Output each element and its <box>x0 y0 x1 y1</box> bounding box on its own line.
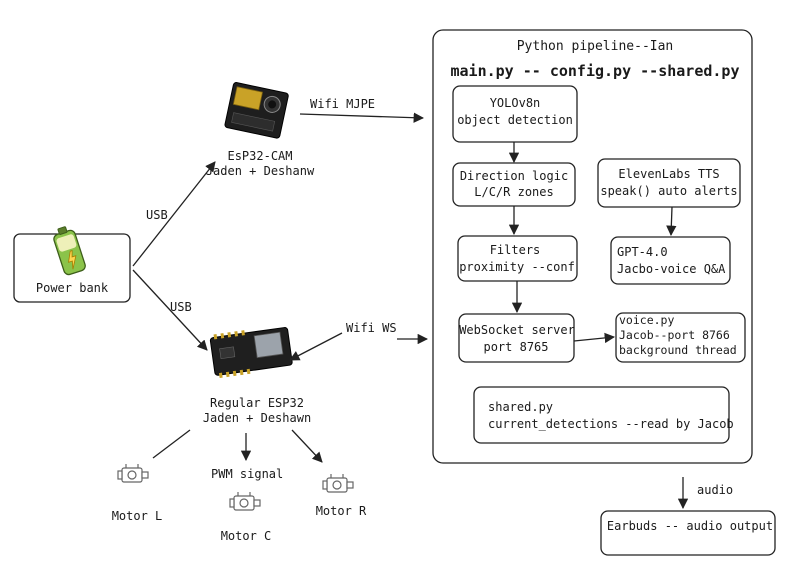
pipeline-files: main.py -- config.py --shared.py <box>451 62 740 80</box>
esp32-line2: Jaden + Deshawn <box>203 411 311 425</box>
esp32-cam-line1: EsP32-CAM <box>227 149 292 163</box>
filters-line2: proximity --conf <box>459 260 575 274</box>
gpt-line1: GPT-4.0 <box>617 245 668 259</box>
motor-r-label: Motor R <box>316 504 367 518</box>
battery-icon <box>53 226 86 276</box>
shared-box <box>473 386 730 444</box>
websocket-line2: port 8765 <box>483 340 548 354</box>
websocket-box <box>458 313 575 363</box>
motor-l-label: Motor L <box>112 509 163 523</box>
direction-line2: L/C/R zones <box>474 185 553 199</box>
websocket-line1: WebSocket server <box>459 323 575 337</box>
motor-l-icon <box>117 463 149 483</box>
edge-audio: audio <box>697 483 733 497</box>
power-bank-label: Power bank <box>36 281 109 295</box>
esp32-line1: Regular ESP32 <box>210 396 304 410</box>
yolo-box <box>452 85 578 143</box>
voice-box <box>615 312 746 363</box>
esp32-cam-icon <box>224 82 289 139</box>
edge-usb-top: USB <box>146 208 168 222</box>
yolo-line1: YOLOv8n <box>490 96 541 110</box>
arrow-usb-to-cam <box>132 161 216 267</box>
voice-line2: Jacob--port 8766 <box>619 328 730 342</box>
filters-line1: Filters <box>490 243 541 257</box>
direction-line1: Direction logic <box>460 169 568 183</box>
arrow-usb-to-esp32 <box>132 269 208 351</box>
shared-line2: current_detections --read by Jacob <box>488 417 734 431</box>
esp32-board-icon <box>209 327 293 379</box>
edge-wifi-ws: Wifi WS <box>346 321 397 335</box>
motor-c-icon <box>229 491 261 511</box>
arrow-wifi-ws-to-esp32 <box>289 332 343 361</box>
gpt-line2: Jacbo-voice Q&A <box>617 262 726 276</box>
elevenlabs-box <box>597 158 741 208</box>
edge-pwm: PWM signal <box>211 467 283 481</box>
gpt-box <box>610 236 731 285</box>
voice-line3: background thread <box>619 343 737 357</box>
esp32-cam-line2: Jaden + Deshanw <box>206 164 315 178</box>
edge-usb-bottom: USB <box>170 300 192 314</box>
arrow-wifi-mjpe <box>299 112 425 123</box>
line-to-motor-l <box>152 429 191 459</box>
voice-line1: voice.py <box>619 313 674 327</box>
shared-line1: shared.py <box>488 400 553 414</box>
earbuds-box <box>600 510 776 556</box>
pipeline-title: Python pipeline--Ian <box>517 39 674 54</box>
arrow-to-motor-r <box>291 429 323 463</box>
motor-c-label: Motor C <box>221 529 272 543</box>
elevenlabs-line1: ElevenLabs TTS <box>618 167 719 181</box>
arrow-websocket-to-voice <box>573 332 616 344</box>
earbuds-label: Earbuds -- audio output <box>607 519 773 533</box>
edge-wifi-mjpe: Wifi MJPE <box>310 97 375 111</box>
yolo-line2: object detection <box>457 113 573 127</box>
motor-r-icon <box>322 473 354 493</box>
elevenlabs-line2: speak() auto alerts <box>600 184 737 198</box>
arrow-elevenlabs-to-gpt <box>666 206 677 237</box>
